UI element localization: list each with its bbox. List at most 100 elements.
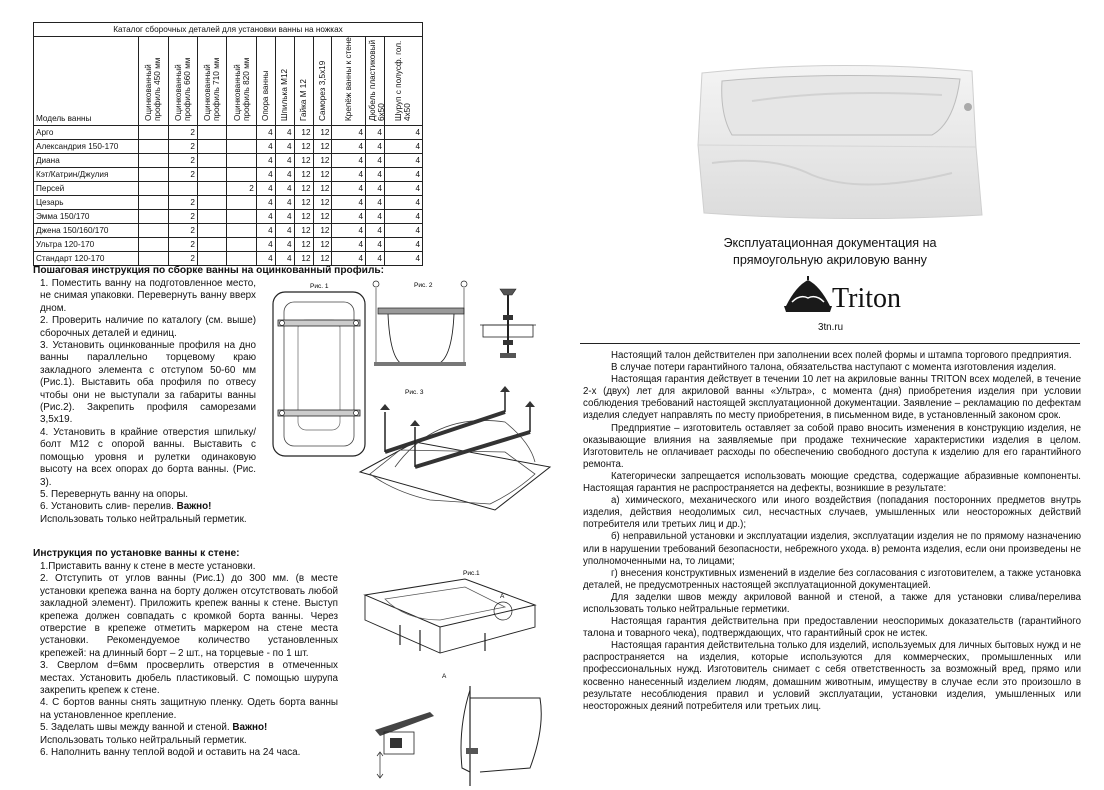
quantity-cell: 4 xyxy=(365,139,385,154)
model-name-cell: Цезарь xyxy=(32,195,140,210)
quantity-cell: 4 xyxy=(274,251,295,266)
quantity-cell: 4 xyxy=(255,195,276,210)
quantity-cell: 4 xyxy=(365,223,385,238)
catalog-caption: Каталог сборочных деталей для установки … xyxy=(33,22,423,37)
quantity-cell: 2 xyxy=(167,223,198,238)
wall-step5-important: Важно! xyxy=(232,722,268,734)
quantity-cell: 4 xyxy=(274,209,295,224)
wall-mount-figure: А xyxy=(375,673,542,786)
quantity-cell xyxy=(138,237,169,252)
quantity-cell: 4 xyxy=(383,139,424,154)
quantity-cell: 4 xyxy=(383,181,424,196)
quantity-cell: 12 xyxy=(312,251,333,266)
quantity-cell: 2 xyxy=(167,209,198,224)
wall-step: 6. Наполнить ванну теплой водой и остави… xyxy=(40,747,301,759)
fig1-label: Рис. 1 xyxy=(310,283,329,290)
quantity-cell xyxy=(226,139,257,154)
wall-label-a-detail: А xyxy=(442,673,447,680)
quantity-cell: 2 xyxy=(167,195,198,210)
quantity-cell: 4 xyxy=(255,237,276,252)
quantity-cell xyxy=(138,209,169,224)
quantity-cell: 4 xyxy=(383,125,424,140)
quantity-cell xyxy=(196,167,228,182)
catalog-column-header: Опора ванны xyxy=(255,36,276,126)
assembly-step: 4. Установить в крайние отверстия шпильк… xyxy=(40,426,256,488)
quantity-cell: 12 xyxy=(293,209,314,224)
quantity-cell: 4 xyxy=(365,195,385,210)
guarantee-paragraph: а) химического, механического или иного … xyxy=(583,495,1081,531)
guarantee-paragraph: В случае потери гарантийного талона, обя… xyxy=(611,362,1057,374)
quantity-cell: 2 xyxy=(167,139,198,154)
divider xyxy=(580,343,1080,344)
guarantee-paragraph: Настоящая гарантия действует в течении 1… xyxy=(583,374,1081,422)
quantity-cell: 4 xyxy=(365,237,385,252)
catalog-column-header: Саморез 3,5х19 xyxy=(312,36,333,126)
model-name-cell: Диана xyxy=(32,153,140,168)
quantity-cell xyxy=(138,251,169,266)
quantity-cell: 12 xyxy=(312,237,333,252)
wall-figure-1: Рис.1 A xyxy=(363,570,537,654)
quantity-cell: 4 xyxy=(365,181,385,196)
quantity-cell: 2 xyxy=(167,237,198,252)
quantity-cell: 12 xyxy=(312,209,333,224)
guarantee-paragraph: Предприятие – изготовитель оставляет за … xyxy=(583,422,1081,470)
assembly-figure-3: Рис. 3 xyxy=(358,386,552,511)
quantity-cell: 2 xyxy=(167,153,198,168)
quantity-cell: 4 xyxy=(274,125,295,140)
trident-crown-icon xyxy=(784,276,832,312)
quantity-cell: 4 xyxy=(274,153,295,168)
wall-install-steps: 1.Приставить ванну к стене в месте устан… xyxy=(40,561,338,760)
guarantee-text: Настоящий талон действителен при заполне… xyxy=(583,350,1081,713)
model-name-cell: Эмма 150/170 xyxy=(32,209,140,224)
quantity-cell: 4 xyxy=(331,181,367,196)
quantity-cell xyxy=(226,195,257,210)
wall-label-a: A xyxy=(500,593,505,600)
parts-catalog-table: Каталог сборочных деталей для установки … xyxy=(32,22,424,266)
quantity-cell xyxy=(196,223,228,238)
bathtub-photo xyxy=(692,45,984,225)
guarantee-paragraph: г) внесения конструктивных изменений в и… xyxy=(583,567,1081,591)
assembly-figure-2: Рис. 2 xyxy=(372,280,468,366)
quantity-cell: 4 xyxy=(255,251,276,266)
catalog-column-header: Оцинкованный профиль 710 мм xyxy=(196,36,228,126)
quantity-cell: 4 xyxy=(331,209,367,224)
guarantee-paragraph: Для заделки швов между акриловой ванной … xyxy=(583,591,1081,615)
quantity-cell: 12 xyxy=(293,181,314,196)
wall-step: 4. С бортов ванны снять защитную пленку.… xyxy=(40,697,338,721)
wall-step: 1.Приставить ванну к стене в месте устан… xyxy=(40,561,256,572)
quantity-cell: 4 xyxy=(383,153,424,168)
quantity-cell: 4 xyxy=(331,251,367,266)
quantity-cell: 4 xyxy=(331,195,367,210)
guarantee-paragraph: Категорически запрещается использовать м… xyxy=(583,470,1081,495)
assembly-step: 1. Поместить ванну на подготовленное мес… xyxy=(40,278,256,314)
triton-logo: Triton xyxy=(782,276,932,318)
quantity-cell: 4 xyxy=(255,125,276,140)
quantity-cell: 4 xyxy=(274,167,295,182)
quantity-cell: 4 xyxy=(274,237,295,252)
assembly-step: 3. Установить оцинкованные профиля на дн… xyxy=(40,340,256,426)
assembly-steps: 1. Поместить ванну на подготовленное мес… xyxy=(40,278,256,526)
quantity-cell: 4 xyxy=(331,237,367,252)
quantity-cell xyxy=(226,251,257,266)
bathtub-illustration xyxy=(697,64,983,220)
quantity-cell xyxy=(196,139,228,154)
quantity-cell xyxy=(226,223,257,238)
quantity-cell: 4 xyxy=(274,223,295,238)
quantity-cell: 4 xyxy=(383,237,424,252)
brand-name: Triton xyxy=(832,283,902,314)
model-name-cell: Джена 150/160/170 xyxy=(32,223,140,238)
quantity-cell: 4 xyxy=(255,181,276,196)
assembly-figure-1: Рис. 1 xyxy=(272,283,366,457)
assembly-step: 2. Проверить наличие по каталогу (см. вы… xyxy=(40,315,256,339)
quantity-cell: 4 xyxy=(365,209,385,224)
guarantee-paragraph: Настоящая гарантия действительна только … xyxy=(583,640,1081,712)
catalog-column-header: Оцинкованный профиль 820 мм xyxy=(226,36,257,126)
